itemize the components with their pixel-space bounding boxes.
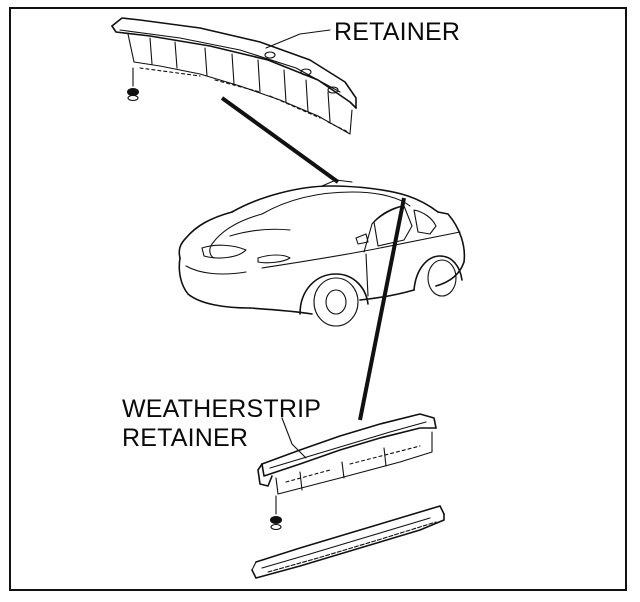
- weatherstrip-retainer-part: [257, 413, 437, 495]
- car-illustration: [178, 179, 466, 327]
- frame-border: [9, 7, 627, 591]
- lower-callout-line: [358, 197, 406, 421]
- weatherstrip-label-line2: RETAINER: [122, 424, 248, 452]
- retainer-label: RETAINER: [334, 18, 460, 46]
- lower-molding-strip: [251, 505, 445, 579]
- upper-callout-line: [220, 96, 340, 184]
- upper-clip-fastener: [127, 67, 139, 102]
- upper-retainer-part: [111, 17, 357, 135]
- weatherstrip-label-line1: WEATHERSTRIP: [122, 395, 321, 423]
- lower-clip-fastener: [270, 495, 282, 531]
